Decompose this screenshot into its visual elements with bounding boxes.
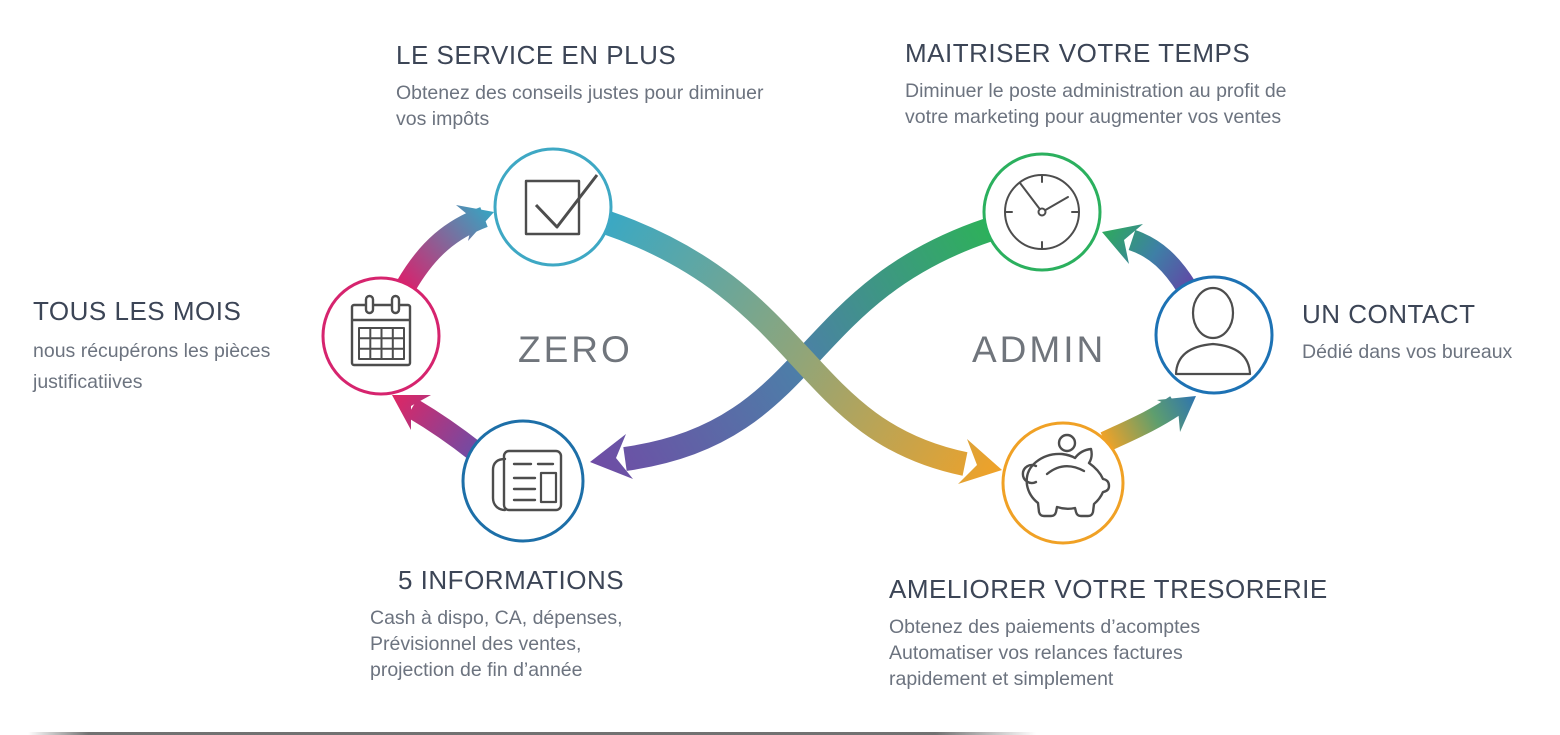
user-icon: [1174, 286, 1252, 376]
block-subtitle: Dédié dans vos bureaux: [1302, 339, 1512, 365]
piggy-bank-icon: [1021, 433, 1111, 518]
block-subtitle: Cash à dispo, CA, dépenses, Prévisionnel…: [370, 605, 624, 683]
block-subtitle: nous récupérons les pièces justificatiiv…: [33, 336, 270, 398]
block-title: AMELIORER VOTRE TRESORERIE: [889, 574, 1328, 604]
block-maitriser-temps: MAITRISER VOTRE TEMPS Diminuer le poste …: [905, 38, 1287, 130]
user-node-circle: [1154, 275, 1274, 395]
subtitle-line: Dédié dans vos bureaux: [1302, 341, 1513, 363]
block-title: MAITRISER VOTRE TEMPS: [905, 38, 1251, 68]
page-bottom-divider: [28, 732, 1036, 735]
subtitle-line: Prévisionnel des ventes,: [370, 633, 582, 655]
subtitle-line: projection de fin d’année: [370, 659, 583, 681]
block-subtitle: Diminuer le poste administration au prof…: [905, 78, 1287, 130]
block-subtitle: Obtenez des paiements d’acomptes Automat…: [889, 614, 1328, 692]
subtitle-line: vos impôts: [396, 108, 490, 130]
subtitle-line: rapidement et simplement: [889, 668, 1114, 690]
right-loop-label: ADMIN: [972, 329, 1107, 370]
arrow-checkbox-to-piggy: [601, 210, 1002, 484]
block-un-contact: UN CONTACT Dédié dans vos bureaux: [1302, 299, 1512, 365]
block-cinq-informations: 5 INFORMATIONS Cash à dispo, CA, dépense…: [370, 565, 624, 683]
subtitle-line: Diminuer le poste administration au prof…: [905, 80, 1287, 102]
piggy-node-circle: [1001, 421, 1125, 545]
calendar-icon: [350, 294, 412, 367]
block-ameliorer-tresorerie: AMELIORER VOTRE TRESORERIE Obtenez des p…: [889, 574, 1328, 692]
checkbox-icon: [524, 174, 599, 236]
block-subtitle: Obtenez des conseils justes pour diminue…: [396, 80, 763, 132]
block-service-en-plus: LE SERVICE EN PLUS Obtenez des conseils …: [396, 40, 763, 132]
subtitle-line: justificatiives: [33, 371, 143, 393]
arrow-piggy-to-person: [1100, 396, 1196, 452]
block-tous-les-mois: TOUS LES MOIS nous récupérons les pièces…: [33, 296, 270, 398]
subtitle-line: Automatiser vos relances factures: [889, 642, 1183, 664]
block-title: LE SERVICE EN PLUS: [396, 40, 677, 70]
checkbox-node-circle: [493, 147, 613, 267]
left-loop-label: ZERO: [518, 329, 633, 370]
arrow-person-to-clock: [1102, 224, 1196, 294]
subtitle-line: nous récupérons les pièces: [33, 340, 271, 362]
subtitle-line: Cash à dispo, CA, dépenses,: [370, 607, 623, 629]
arrow-newspaper-to-calendar: [392, 395, 483, 461]
newspaper-icon: [491, 449, 563, 512]
block-title: 5 INFORMATIONS: [398, 565, 625, 595]
subtitle-line: Obtenez des conseils justes pour diminue…: [396, 82, 764, 104]
arrow-calendar-to-checkbox: [396, 205, 494, 292]
subtitle-line: votre marketing pour augmenter vos vente…: [905, 106, 1282, 128]
block-title: UN CONTACT: [1302, 299, 1476, 329]
newspaper-node-circle: [461, 419, 585, 543]
clock-icon: [1004, 174, 1080, 250]
block-title: TOUS LES MOIS: [33, 296, 242, 326]
subtitle-line: Obtenez des paiements d’acomptes: [889, 616, 1201, 638]
